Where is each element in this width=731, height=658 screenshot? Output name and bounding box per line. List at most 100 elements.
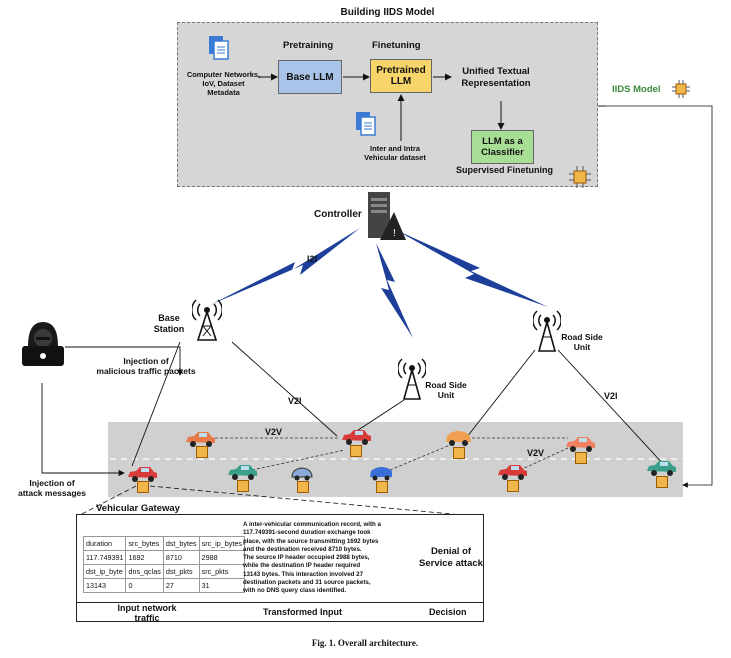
figure-caption: Fig. 1. Overall architecture. (311, 638, 419, 648)
transformed-line: with no DNS query class identified. (243, 587, 347, 595)
gateway-divider (77, 602, 483, 603)
transformed-line: and the destination received 8710 bytes. (243, 545, 362, 553)
dataset-document-icon (355, 111, 377, 137)
i2i-lightning-left (210, 228, 360, 305)
model-panel-title: Building IIDS Model (340, 7, 435, 18)
table-cell: src_bytes (125, 536, 164, 551)
table-cell: 117.749391 (82, 550, 127, 565)
pretrained-llm-box: Pretrained LLM (370, 59, 432, 93)
chip-icon (196, 446, 208, 458)
transformed-line: The source IP header occupied 2988 bytes… (243, 554, 370, 562)
controller-label: Controller (314, 209, 362, 220)
classifier-line-1: LLM as a (482, 136, 523, 147)
chip-icon (376, 481, 388, 493)
pretrained-llm-line-1: Pretrained (376, 65, 426, 76)
i2i-lightning-right (396, 230, 548, 307)
transformed-line: while the destination IP header required (243, 562, 361, 570)
decision-line-1: Denial of (430, 546, 472, 557)
table-cell: src_pkts (198, 564, 245, 579)
table-cell: dst_pkts (162, 564, 200, 579)
iids-chip-icon (672, 80, 690, 98)
base-llm-box: Base LLM (278, 60, 342, 94)
iids-model-label: IIDS Model (612, 84, 661, 95)
decision-output: Denial of Service attack (415, 546, 487, 570)
input-label-line-1: Input network (117, 603, 177, 613)
svg-text:!: ! (393, 228, 396, 239)
table-cell: dst_bytes (162, 536, 200, 551)
dataset-label: Inter and Intra Vehicular dataset (350, 144, 440, 162)
rsu-middle-line-2: Unit (437, 390, 455, 400)
table-row: 13143 0 27 31 (82, 578, 245, 593)
decision-label: Decision (429, 607, 467, 617)
unified-line-2: Representation (461, 78, 531, 89)
chip-icon (237, 480, 249, 492)
table-cell: dst_ip_byte (82, 564, 127, 579)
chip-icon (656, 476, 668, 488)
table-cell: 2988 (198, 550, 245, 565)
server-icon: ! (366, 190, 406, 242)
car-icon (368, 466, 394, 481)
dataset-line-1: Inter and Intra (369, 144, 420, 153)
car-icon (184, 431, 216, 447)
chip-icon (350, 445, 362, 457)
decision-line-2: Service attack (419, 558, 483, 569)
llm-classifier-box: LLM as a Classifier (471, 130, 534, 164)
table-cell: src_ip_bytes (198, 536, 245, 551)
rsu-right-line-1: Road Side (561, 332, 603, 342)
document-icon (208, 35, 230, 61)
rsu-middle-label: Road Side Unit (420, 380, 472, 400)
transformed-text: A inter-vehicular communication record, … (243, 521, 415, 596)
unified-representation-label: Unified Textual Representation (444, 66, 548, 90)
rsu-middle-line-1: Road Side (425, 380, 467, 390)
transformed-line: destination packets and 31 source packet… (243, 579, 371, 587)
base-station-line-2: Station (153, 324, 185, 334)
table-row: duration src_bytes dst_bytes src_ip_byte… (82, 536, 245, 551)
rsu-right-tower-icon (533, 309, 561, 353)
car-icon (564, 436, 596, 452)
input-feature-table: duration src_bytes dst_bytes src_ip_byte… (82, 536, 245, 593)
table-cell: 0 (125, 578, 164, 593)
injection-messages-label: Injection of attack messages (4, 478, 100, 498)
ai-chip-icon (568, 165, 592, 189)
input-label-line-2: traffic (134, 613, 160, 623)
transformed-line: place, with the source transmitting 1692… (243, 537, 379, 545)
transformed-input-label: Transformed Input (263, 607, 343, 617)
attacked-car-icon (126, 466, 158, 482)
v2v-left-label: V2V (265, 427, 283, 437)
unified-line-1: Unified Textual (462, 66, 530, 77)
car-icon (290, 466, 314, 481)
chip-icon (137, 481, 149, 493)
injection-messages-line-2: attack messages (17, 488, 87, 498)
transformed-line: A inter-vehicular communication record, … (243, 521, 381, 528)
hacker-icon (20, 318, 66, 368)
car-icon (340, 429, 372, 445)
v2v-right-label: V2V (527, 448, 545, 458)
car-icon (226, 464, 258, 480)
source-line-2: IoV, Dataset (202, 79, 245, 88)
car-icon (645, 460, 677, 476)
car-icon (496, 464, 528, 480)
table-cell: dns_qclas (125, 564, 164, 579)
v2i-left-label: V2I (288, 396, 302, 406)
supervised-finetuning-label: Supervised Finetuning (456, 165, 554, 175)
table-row: 117.749391 1692 8710 2988 (82, 550, 245, 565)
dataset-line-2: Vehicular dataset (364, 153, 426, 162)
base-station-line-1: Base (158, 313, 180, 323)
table-cell: 1692 (125, 550, 164, 565)
pretraining-source-label: Computer Networks, IoV, Dataset Metadata (176, 70, 271, 97)
table-cell: 31 (198, 578, 245, 593)
pretrained-llm-line-2: LLM (390, 76, 412, 87)
injection-packets-label: Injection of malicious traffic packets (82, 356, 210, 376)
injection-packets-line-1: Injection of (123, 356, 169, 366)
vehicular-gateway-panel: duration src_bytes dst_bytes src_ip_byte… (76, 514, 487, 623)
rsu-right-line-2: Unit (573, 342, 591, 352)
source-line-1: Computer Networks, (186, 70, 261, 79)
table-cell: duration (82, 536, 127, 551)
base-station-label: Base Station (148, 313, 190, 335)
chip-icon (507, 480, 519, 492)
chip-icon (453, 447, 465, 459)
table-cell: 8710 (162, 550, 200, 565)
table-cell: 27 (162, 578, 200, 593)
v2i-right-label: V2I (604, 391, 618, 401)
rsu-middle-tower-icon (398, 357, 426, 401)
